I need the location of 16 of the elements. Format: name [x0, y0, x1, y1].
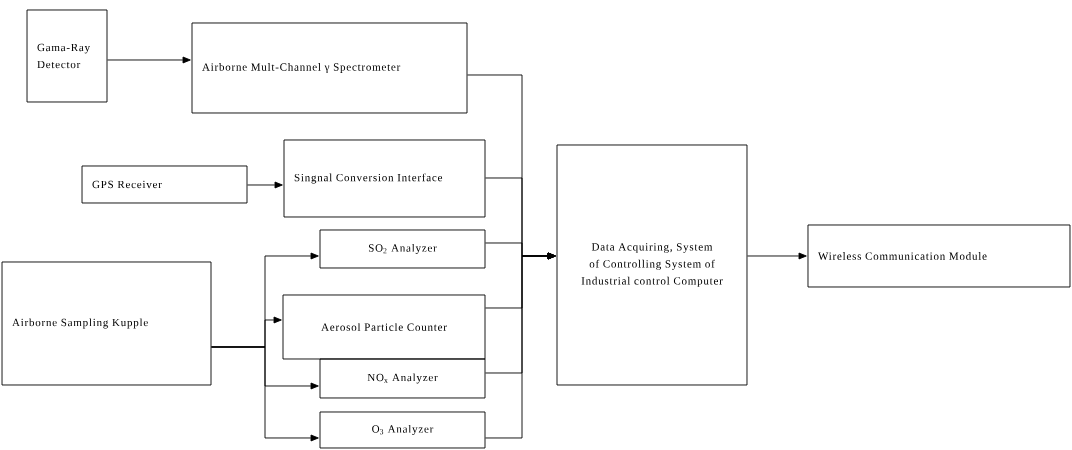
process-box: Wireless Communication Module	[807, 224, 1071, 288]
arrow	[211, 346, 319, 442]
process-box: NO$_{x}$ Analyzer	[319, 358, 486, 399]
process-box: Gama-Ray Detector	[26, 9, 108, 103]
process-box: Singnal Conversion Interface	[283, 139, 486, 218]
process-box: Airborne Mult-Channel γ Spectrometer	[191, 22, 468, 114]
arrow	[107, 56, 191, 64]
process-box: O$_{3}$ Analyzer	[319, 411, 486, 449]
process-box: SO$_{2}$ Analyzer	[319, 229, 486, 269]
arrow	[485, 252, 556, 439]
process-box: Airborne Sampling Kupple	[1, 261, 212, 386]
process-box: GPS Receiver	[81, 165, 248, 204]
process-box: Data Acquiring, System of Controlling System of Industrial control Computer	[556, 144, 748, 386]
arrow	[747, 252, 807, 260]
process-box: Aerosol Particle Counter	[282, 294, 486, 360]
arrow	[247, 181, 283, 189]
